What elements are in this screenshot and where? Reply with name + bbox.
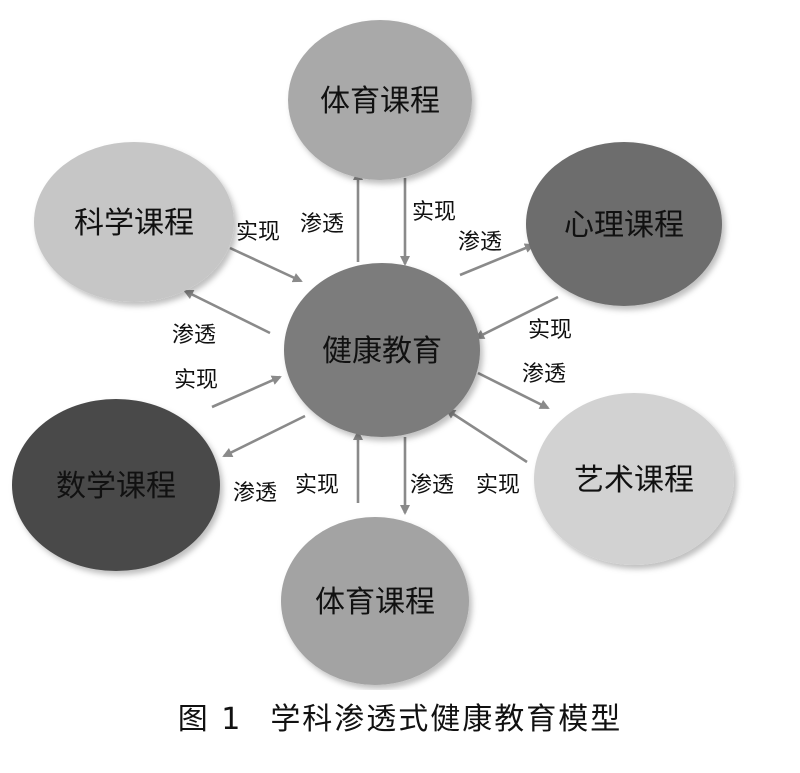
arrow-left-upper-to-center [229, 246, 303, 283]
node-bottom-label: 体育课程 [315, 585, 435, 620]
figure-caption: 图 1 学科渗透式健康教育模型 [0, 694, 800, 738]
node-center: 健康教育 [284, 263, 480, 437]
node-left-upper-label: 科学课程 [74, 206, 194, 241]
node-right-upper-ellipse [526, 142, 722, 306]
node-center-ellipse [284, 263, 480, 437]
arrow-right-lower-to-center [445, 408, 528, 464]
health-education-diagram: 体育课程 科学课程 心理课程 健康教育 数学课程 艺术课程 体育课程 渗透 实现… [12, 20, 734, 685]
figure-title: 学科渗透式健康教育模型 [270, 702, 623, 737]
node-right-upper: 心理课程 [526, 142, 722, 306]
node-top: 体育课程 [288, 20, 472, 180]
node-left-lower-label: 数学课程 [56, 469, 176, 504]
arrow-center-to-left-upper [183, 289, 271, 335]
node-right-lower: 艺术课程 [534, 393, 734, 565]
node-right-lower-label: 艺术课程 [574, 463, 694, 498]
arrow-center-to-left-lower [222, 414, 306, 458]
edge-label-bottom-shixian: 实现 [295, 473, 339, 498]
edge-label-top-shixian: 实现 [412, 200, 456, 225]
node-top-ellipse [288, 20, 472, 180]
node-center-label: 健康教育 [322, 334, 442, 369]
edge-label-right-lower-shixian: 实现 [476, 473, 520, 498]
edge-label-top-shentou: 渗透 [300, 212, 344, 237]
figure-number: 图 1 [177, 702, 243, 737]
node-top-label: 体育课程 [320, 84, 440, 119]
node-right-lower-ellipse [534, 393, 734, 565]
edge-label-right-upper-shentou: 渗透 [458, 230, 502, 255]
node-bottom: 体育课程 [281, 517, 469, 685]
arrow-left-lower-to-center [211, 375, 282, 409]
node-left-lower-ellipse [12, 399, 220, 571]
edge-labels: 渗透 实现 渗透 实现 渗透 实现 渗透 实现 渗透 实现 渗透 实现 [172, 200, 572, 506]
edge-label-right-upper-shixian: 实现 [528, 318, 572, 343]
edge-label-right-lower-shentou: 渗透 [522, 362, 566, 387]
node-left-upper-ellipse [34, 142, 234, 302]
node-left-upper: 科学课程 [34, 142, 234, 302]
edge-label-bottom-shentou: 渗透 [410, 473, 454, 498]
node-bottom-ellipse [281, 517, 469, 685]
node-right-upper-label: 心理课程 [564, 208, 684, 243]
arrow-right-upper-to-center [474, 295, 559, 340]
edge-label-left-upper-shentou: 渗透 [172, 323, 216, 348]
arrow-center-to-right-lower [477, 371, 550, 410]
arrows [183, 170, 559, 515]
node-left-lower: 数学课程 [12, 399, 220, 571]
edge-label-left-upper-shixian: 实现 [236, 220, 280, 245]
edge-label-left-lower-shixian: 实现 [174, 368, 218, 393]
arrow-center-to-right-upper [459, 243, 535, 277]
edge-label-left-lower-shentou: 渗透 [233, 481, 277, 506]
